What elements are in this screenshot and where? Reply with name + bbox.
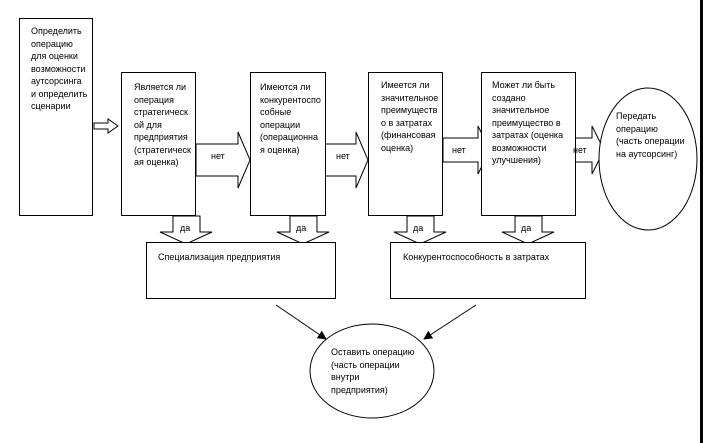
arrow-no-1 — [195, 131, 251, 189]
label-no-1: нет — [211, 151, 225, 161]
box-specialization: Специализация предприятия — [146, 242, 336, 299]
label-no-4: нет — [573, 145, 587, 155]
arrow-yes-3 — [393, 215, 447, 245]
label-yes-4: да — [521, 223, 532, 233]
box-cost-advantage: Имеется ли значительное преимущество в з… — [368, 72, 443, 216]
box-define-operation: Определить операцию для оценки возможнос… — [19, 18, 93, 216]
arrow-competitiveness-to-keep — [423, 304, 477, 340]
arrow-yes-1 — [159, 215, 213, 245]
box-strategic: Является ли операция стратегической для … — [121, 72, 196, 216]
label-yes-2: да — [296, 223, 307, 233]
box-competitors: Имеются ли конкурентоспособные операции … — [250, 72, 326, 216]
label-yes-1: да — [180, 223, 191, 233]
ellipse-keep-text: Оставить операцию (часть операции внутри… — [331, 347, 415, 395]
arrow-yes-4 — [501, 215, 555, 245]
ellipse-transfer-text: Передать операцию (часть операции на аут… — [616, 111, 685, 159]
ellipse-keep-shape — [309, 323, 435, 419]
arrow-specialization-to-keep — [275, 304, 327, 340]
arrow-yes-2 — [276, 215, 330, 245]
label-no-3: нет — [452, 145, 466, 155]
box-create-advantage: Может ли быть создано значительное преим… — [481, 72, 576, 216]
arrow-define-to-strategic — [93, 118, 119, 134]
box-competitiveness: Конкурентоспособность в затратах — [390, 242, 586, 299]
ellipse-transfer-shape — [598, 87, 698, 231]
label-no-2: нет — [336, 151, 350, 161]
label-yes-3: да — [413, 223, 424, 233]
page-edge-rule — [700, 0, 703, 443]
arrow-no-2 — [324, 131, 369, 189]
